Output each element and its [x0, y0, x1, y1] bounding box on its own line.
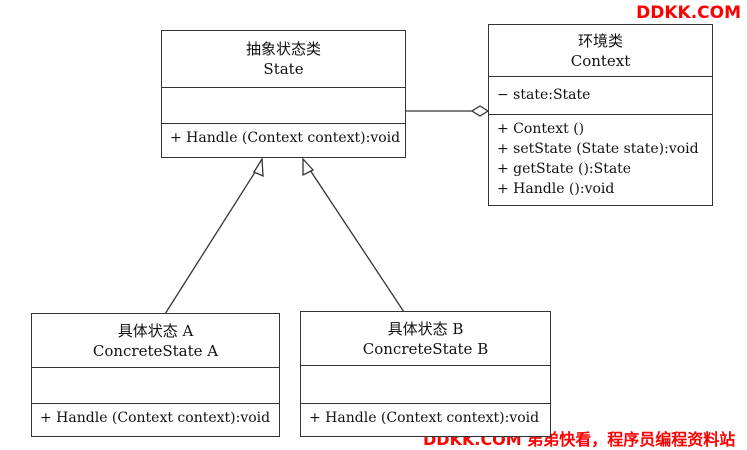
generalization-line-b — [309, 169, 405, 313]
class-concrete-state-a-title-cn: 具体状态 A — [117, 321, 194, 340]
class-concrete-state-a-attributes — [32, 368, 279, 404]
generalization-arrow-b — [302, 157, 315, 177]
class-concrete-state-a-operations: + Handle (Context context):void — [32, 404, 279, 432]
class-concrete-state-a-operation: + Handle (Context context):void — [40, 410, 271, 426]
class-context-title-en: Context — [570, 51, 631, 70]
class-concrete-state-a-title: 具体状态 A ConcreteState A — [32, 314, 279, 368]
class-context-title-cn: 环境类 — [577, 31, 623, 50]
class-concrete-state-b-operation: + Handle (Context context):void — [309, 410, 540, 426]
class-context-title: 环境类 Context — [489, 25, 712, 77]
class-concrete-state-b-title-en: ConcreteState B — [362, 339, 489, 358]
class-concrete-state-a: 具体状态 A ConcreteState A + Handle (Context… — [31, 313, 280, 437]
class-context-attribute: − state:State — [497, 87, 591, 103]
class-concrete-state-b-attributes — [301, 366, 550, 404]
class-concrete-state-b-title: 具体状态 B ConcreteState B — [301, 312, 550, 366]
class-state-operation: + Handle (Context context):void — [170, 130, 401, 146]
class-state: 抽象状态类 State + Handle (Context context):v… — [161, 30, 406, 158]
class-concrete-state-b: 具体状态 B ConcreteState B + Handle (Context… — [300, 311, 551, 437]
class-context-operation: + getState ():State — [497, 161, 632, 177]
class-context-operations: + Context () + setState (State state):vo… — [489, 115, 712, 203]
class-context: 环境类 Context − state:State + Context () +… — [488, 24, 713, 206]
class-context-attributes: − state:State — [489, 77, 712, 115]
class-context-operation: + Context () — [497, 121, 585, 137]
class-concrete-state-b-operations: + Handle (Context context):void — [301, 404, 550, 432]
class-state-operations: + Handle (Context context):void — [162, 124, 405, 152]
aggregation-diamond — [470, 105, 490, 117]
class-concrete-state-b-title-cn: 具体状态 B — [387, 319, 464, 338]
class-state-title-en: State — [263, 60, 304, 78]
generalization-line-a — [164, 168, 258, 315]
class-state-attributes — [162, 88, 405, 124]
class-context-operation: + Handle ():void — [497, 181, 615, 197]
class-context-operation: + setState (State state):void — [497, 141, 699, 157]
watermark-top: DDKK.COM — [636, 3, 741, 23]
class-concrete-state-a-title-en: ConcreteState A — [92, 341, 219, 360]
class-state-title: 抽象状态类 State — [162, 31, 405, 88]
class-state-title-cn: 抽象状态类 — [245, 40, 321, 58]
generalization-arrow-a — [253, 156, 264, 178]
